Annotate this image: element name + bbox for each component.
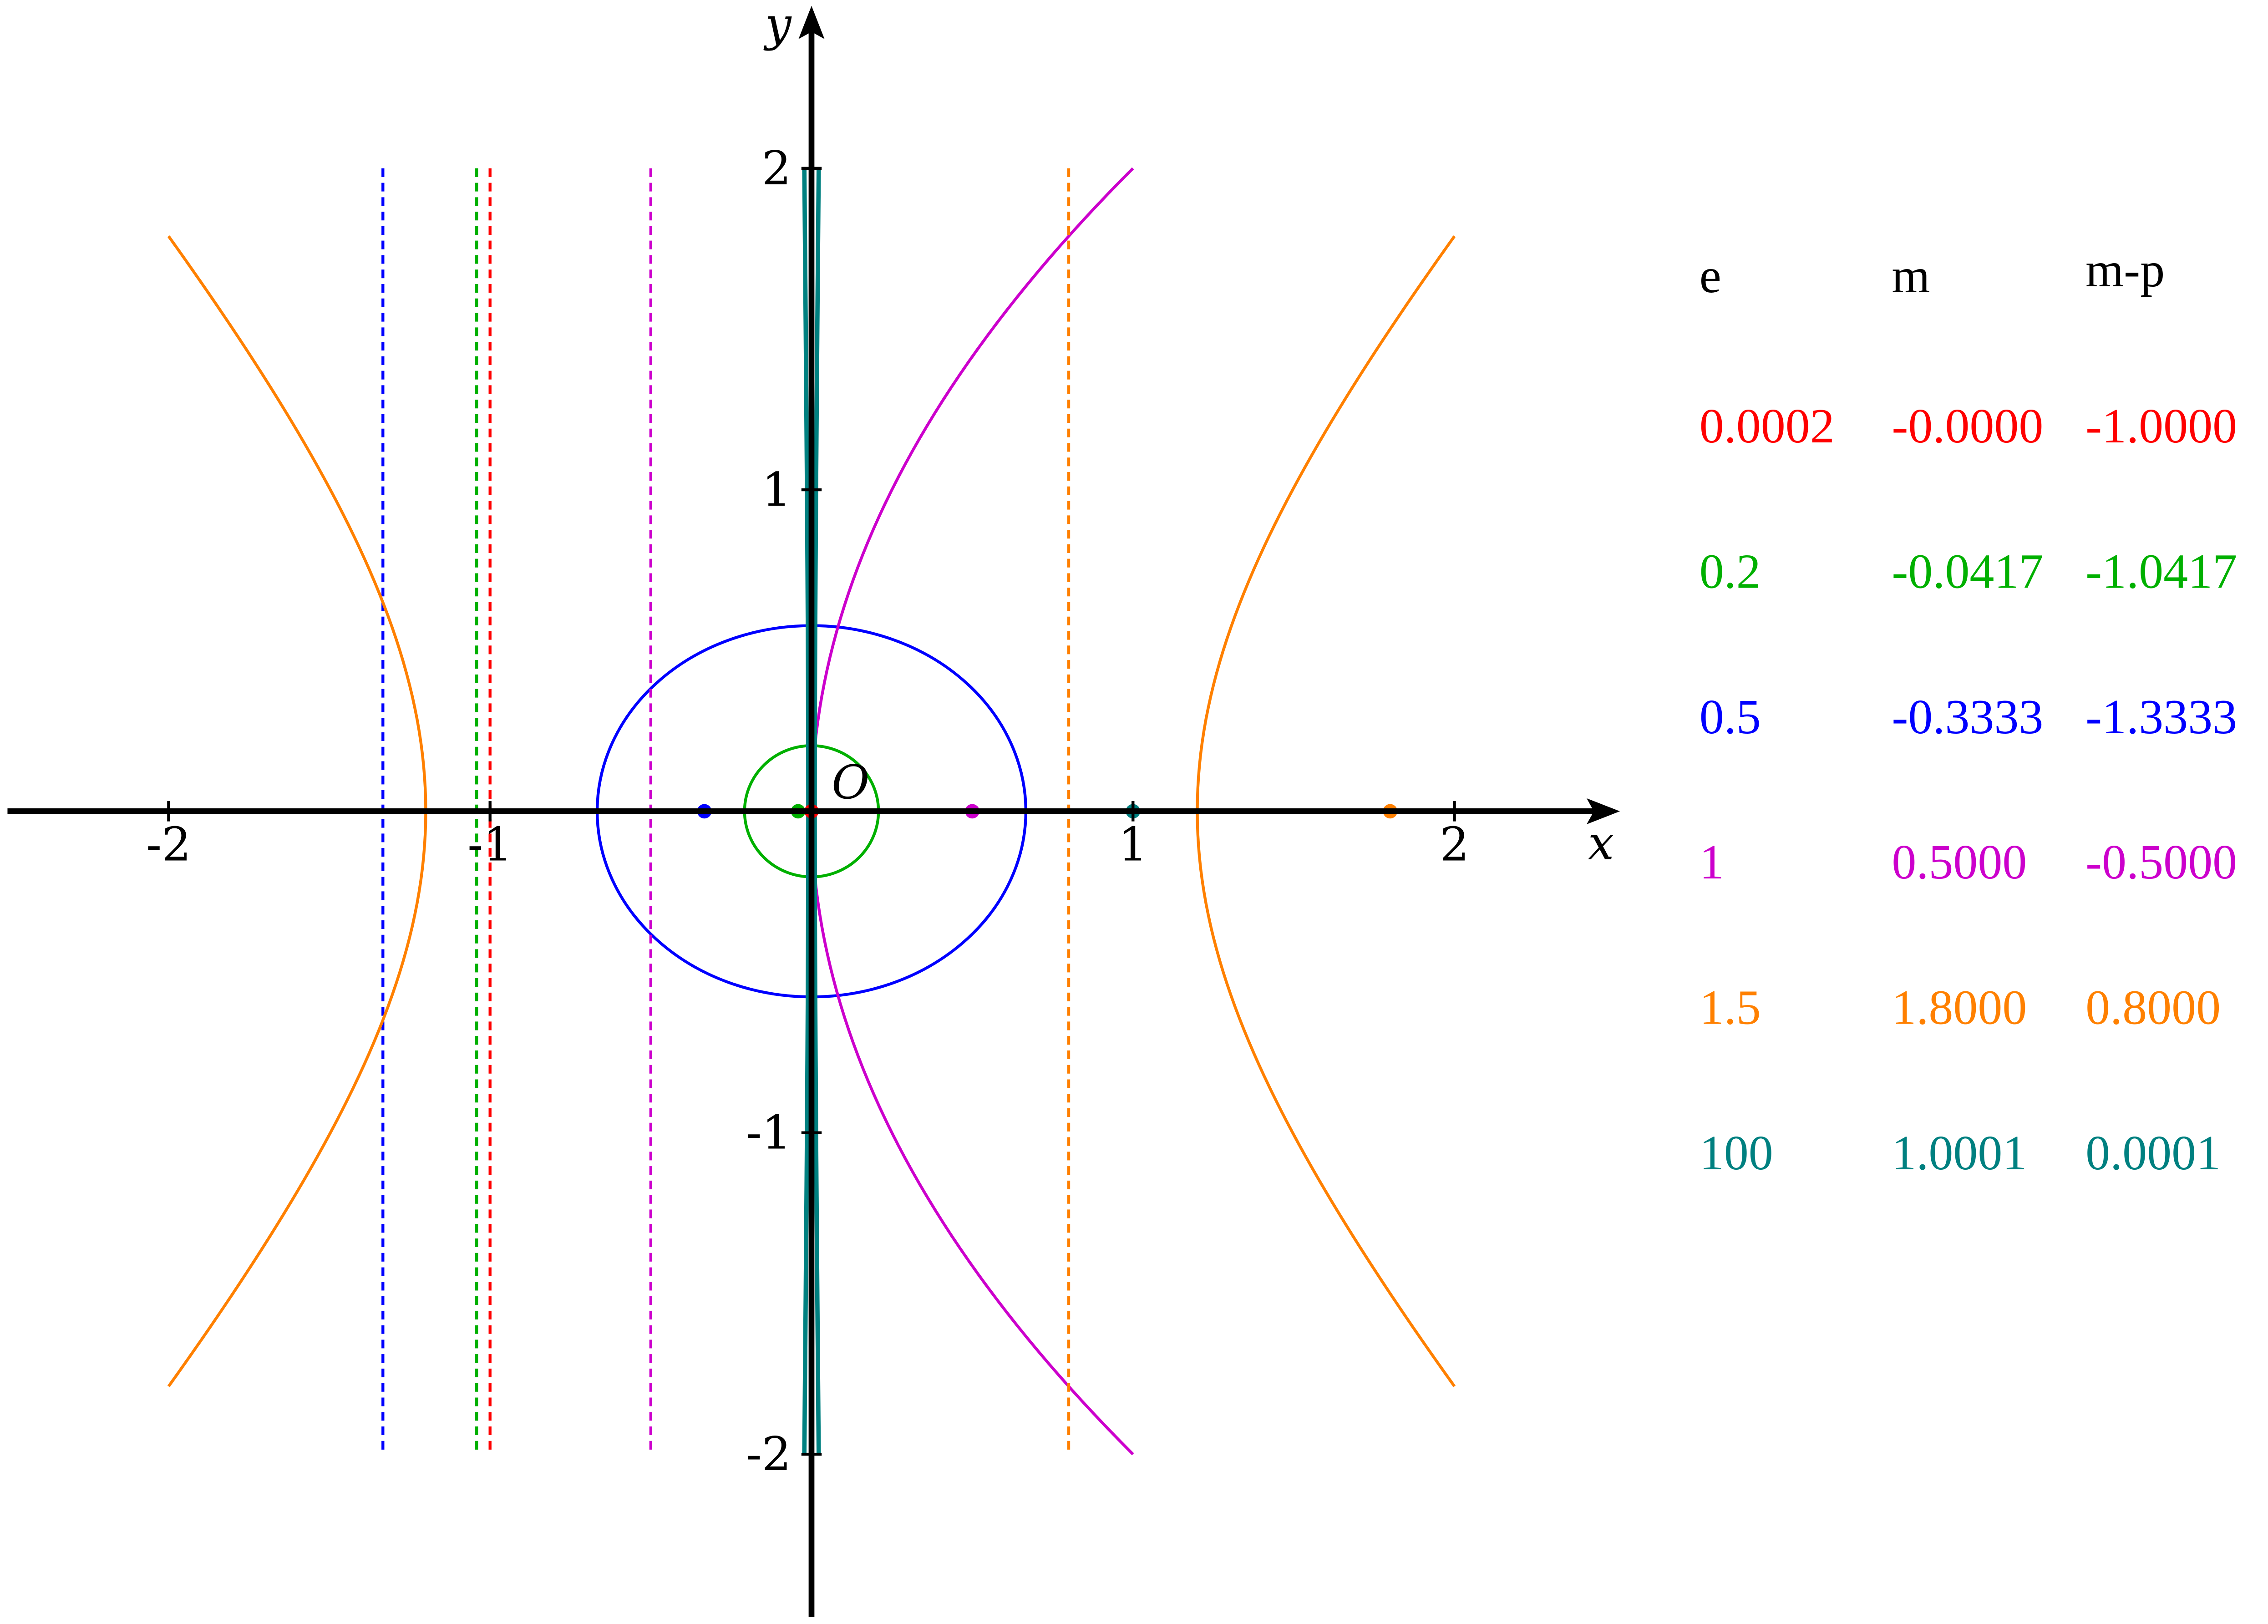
table-cell-e: 100	[1700, 1126, 1773, 1180]
table-cell-e: 0.0002	[1700, 399, 1835, 453]
table-cell-e: 0.2	[1700, 545, 1761, 599]
table-cell-m: 1.0001	[1892, 1126, 2027, 1180]
table-header-e: e	[1700, 249, 1721, 303]
table-cell-e: 1.5	[1700, 980, 1761, 1035]
x-axis-arrow-icon	[1586, 798, 1620, 825]
x-tick-label: 1	[1118, 817, 1148, 871]
parameter-table: e m m-p 0.0002 -0.0000 -1.0000 0.2 -0.0417 -1.04…	[1700, 243, 2237, 1180]
table-cell-e: 1	[1700, 835, 1724, 889]
table-cell-mp: -1.3333	[2085, 690, 2237, 744]
table-cell-m: 0.5000	[1892, 835, 2027, 889]
table-cell-m: -0.0000	[1892, 399, 2043, 453]
table-header-m: m	[1892, 249, 1930, 303]
y-tick-label: 1	[762, 463, 792, 517]
table-cell-mp: 0.0001	[2085, 1126, 2221, 1180]
x-axis-label: x	[1588, 816, 1614, 870]
table-cell-mp: 0.8000	[2085, 980, 2221, 1035]
table-header-m-p: m-p	[2085, 243, 2165, 297]
table-cell-e: 0.5	[1700, 690, 1761, 744]
table-cell-mp: -1.0417	[2085, 545, 2237, 599]
x-tick-label: -2	[146, 817, 191, 871]
y-tick-label: -1	[746, 1106, 791, 1160]
origin-label: O	[832, 756, 869, 809]
table-cell-m: -0.0417	[1892, 545, 2043, 599]
labels: -2 -1 1 2 2 1 -1 -2 x yO	[146, 0, 1614, 1481]
x-tick-label: -1	[467, 817, 512, 871]
y-tick-label: -2	[746, 1427, 791, 1481]
table-cell-m: 1.8000	[1892, 980, 2027, 1035]
y-axis-label: y	[763, 0, 792, 51]
x-tick-label: 2	[1440, 817, 1469, 871]
table-cell-mp: -0.5000	[2085, 835, 2237, 889]
axes	[7, 5, 1620, 1617]
table-cell-mp: -1.0000	[2085, 399, 2237, 453]
table-cell-m: -0.3333	[1892, 690, 2043, 744]
y-tick-label: 2	[762, 142, 792, 195]
y-axis-arrow-icon	[798, 5, 825, 39]
